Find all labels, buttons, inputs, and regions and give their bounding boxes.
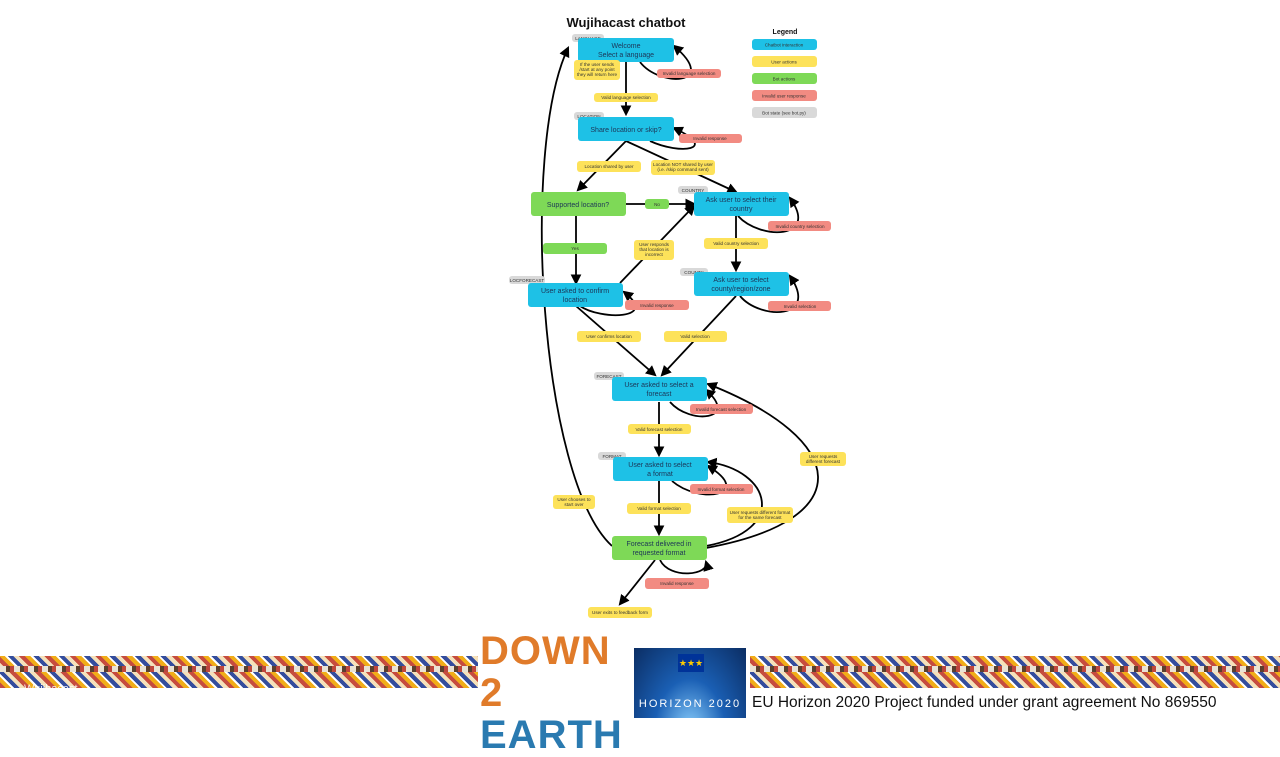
label-location-incorrect-1: User responds [639, 242, 670, 247]
node-select-format [613, 457, 708, 481]
node-confirm-location-line1: User asked to confirm [541, 288, 609, 295]
node-forecast-delivered [612, 536, 707, 560]
node-select-country-line1: Ask user to select their [706, 197, 777, 204]
label-invalid-language: Invalid language selection [663, 71, 716, 76]
legend-swatch [752, 73, 817, 84]
label-invalid-forecast: Invalid forecast selection [696, 407, 747, 412]
node-forecast-delivered-line2: requested format [633, 550, 686, 557]
label-invalid-country: Invalid country selection [775, 224, 824, 229]
node-select-county-line1: Ask user to select [713, 277, 768, 284]
footer-watermark: Wujihacast [24, 683, 78, 695]
label-user-requests-forecast-2: different forecast [806, 459, 841, 464]
label-user-requests-format-1: User requests different format [730, 510, 791, 515]
node-select-country [694, 192, 789, 216]
node-select-format-line2: a format [647, 471, 673, 478]
nodes: Welcome Select a language Share location… [528, 38, 789, 560]
state-country: COUNTRY [682, 188, 705, 193]
node-select-forecast [612, 377, 707, 401]
label-invalid-response-final: Invalid response [660, 581, 694, 586]
label-valid-format: Valid format selection [637, 506, 681, 511]
node-confirm-location-line2: location [563, 297, 587, 304]
label-no: No [654, 202, 660, 207]
label-invalid-response-confirm: Invalid response [640, 303, 674, 308]
state-locforecast: LOCFORECAST [510, 278, 545, 283]
label-return-note-3: they will return here [577, 72, 618, 77]
label-location-not-shared-1: Location NOT shared by user [653, 162, 713, 167]
label-location-not-shared-2: (i.e. /skip command sent) [657, 167, 709, 172]
label-location-incorrect-2: that location is [639, 247, 669, 252]
node-select-county [694, 272, 789, 296]
node-welcome-line1: Welcome [611, 43, 640, 50]
node-select-forecast-line2: forecast [647, 391, 672, 398]
label-start-over-2: start over [564, 502, 584, 507]
label-invalid-response: Invalid response [693, 136, 727, 141]
eu-flag-icon: ★★★ [678, 654, 704, 672]
footer-pattern-left [0, 656, 478, 688]
node-select-forecast-line1: User asked to select a [624, 382, 693, 389]
legend-item-label: Invalid user response [762, 94, 806, 99]
label-invalid-format: Invalid format selection [698, 487, 745, 492]
node-welcome-line2: Select a language [598, 52, 654, 59]
label-user-requests-format-2: for the same forecast [738, 515, 782, 520]
diagram-title: Wujihacast chatbot [567, 15, 687, 30]
node-share-location-line1: Share location or skip? [590, 127, 661, 134]
label-valid-selection: Valid selection [680, 334, 710, 339]
horizon-text: HORIZON 2020 [638, 698, 742, 710]
legend-swatch [752, 39, 817, 50]
state-forecast: FORECAST [596, 374, 621, 379]
label-feedback: User exits to feedback form [592, 610, 648, 615]
legend-item-label: Chatbot interaction [765, 43, 804, 48]
down2earth-logo: DOWN 2 EARTH [480, 629, 622, 756]
edge-labels: If the user sends /start at any point th… [543, 60, 846, 618]
legend-swatch [752, 90, 817, 101]
state-format: FORMAT [602, 454, 621, 459]
node-supported-location-line1: Supported location? [547, 202, 609, 209]
label-user-confirms-location: User confirms location [586, 334, 632, 339]
footer-pattern-right [750, 656, 1280, 688]
label-valid-language: Valid language selection [601, 95, 651, 100]
flowchart: Wujihacast chatbot Legend Chatbot intera… [509, 15, 846, 618]
label-yes: Yes [571, 246, 579, 251]
label-return-note-2: /start at any point [579, 67, 615, 72]
state-location: LOCATION [577, 114, 600, 119]
node-select-county-line2: county/region/zone [711, 286, 770, 293]
node-welcome [578, 38, 674, 62]
label-return-note-1: If the user sends [580, 62, 615, 67]
node-confirm-location [528, 283, 623, 307]
grant-text: EU Horizon 2020 Project funded under gra… [752, 694, 1217, 711]
label-location-incorrect-3: incorrect [645, 252, 663, 257]
node-select-format-line1: User asked to select [628, 462, 691, 469]
legend-swatch [752, 107, 817, 118]
label-user-requests-forecast-1: User requests [809, 454, 838, 459]
label-start-over-1: User chooses to [557, 497, 591, 502]
label-valid-forecast: Valid forecast selection [636, 427, 683, 432]
node-share-location [578, 117, 674, 141]
legend-item-label: Bot state (see bot.py) [762, 111, 806, 116]
legend-item-label: Bot actions [773, 77, 796, 82]
node-forecast-delivered-line1: Forecast delivered in [627, 541, 692, 548]
legend-item-label: User actions [771, 60, 797, 65]
label-invalid-selection-county: Invalid selection [784, 304, 817, 309]
node-select-country-line2: country [730, 206, 753, 213]
label-valid-country: Valid country selection [713, 241, 759, 246]
legend-swatch [752, 56, 817, 67]
node-supported-location [531, 192, 626, 216]
label-location-shared: Location shared by user [584, 164, 634, 169]
logo-line2: EARTH [480, 713, 623, 757]
horizon2020-logo: ★★★ HORIZON 2020 [634, 648, 746, 718]
state-county: COUNTY [684, 270, 703, 275]
logo-line1: DOWN 2 [480, 629, 611, 715]
legend-heading: Legend [773, 29, 798, 36]
